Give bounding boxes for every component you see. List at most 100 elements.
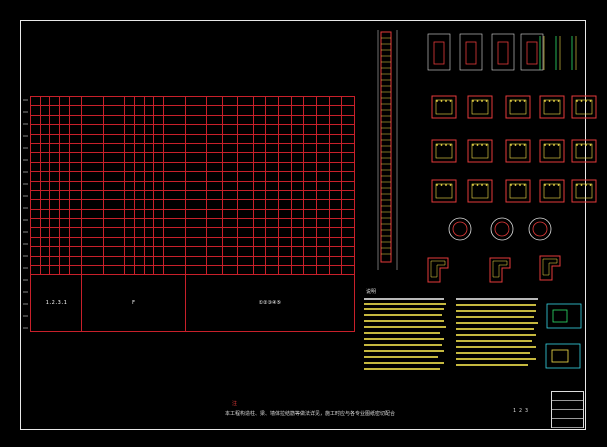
rebar-dot bbox=[449, 144, 452, 146]
title-block-row bbox=[552, 401, 583, 410]
stirrup-section bbox=[471, 143, 489, 159]
rebar-dot bbox=[576, 144, 578, 146]
column-section bbox=[505, 139, 531, 163]
column-section bbox=[467, 139, 493, 163]
table-cell bbox=[237, 265, 254, 276]
rebar-dot bbox=[523, 100, 526, 102]
rebar-dot bbox=[544, 144, 546, 146]
column-section bbox=[431, 139, 457, 163]
note-text-line bbox=[364, 362, 444, 364]
table-row bbox=[30, 208, 355, 220]
rebar-dot bbox=[481, 144, 483, 146]
rebar-dot bbox=[557, 144, 560, 146]
table-row bbox=[30, 114, 355, 126]
note-text-line bbox=[456, 358, 536, 360]
rebar-dot bbox=[485, 144, 488, 146]
rebar-dot bbox=[585, 184, 587, 186]
column-section bbox=[539, 95, 565, 119]
table-row bbox=[30, 152, 355, 163]
stirrup-section bbox=[575, 99, 593, 115]
rebar-dot bbox=[589, 144, 592, 146]
rebar-dot bbox=[436, 184, 438, 186]
rebar-dot bbox=[585, 100, 587, 102]
rebar-dot bbox=[553, 100, 555, 102]
rebar-dot bbox=[589, 100, 592, 102]
rebar-dot bbox=[514, 144, 517, 146]
rebar-dot bbox=[510, 100, 512, 102]
rebar-dot bbox=[481, 184, 483, 186]
table-header-cell: 1.2.3.1 bbox=[29, 274, 83, 332]
rebar-dot bbox=[510, 144, 512, 146]
rebar-dot bbox=[519, 184, 521, 186]
title-block bbox=[551, 391, 584, 428]
rebar-dot bbox=[589, 184, 592, 186]
reinforcement-detail bbox=[497, 41, 509, 65]
rebar-dot bbox=[472, 184, 474, 186]
column-section bbox=[539, 139, 565, 163]
note-text-line bbox=[364, 308, 444, 310]
circular-rebar bbox=[532, 221, 548, 237]
rebar-dot bbox=[436, 100, 438, 102]
rebar-dot bbox=[557, 184, 560, 186]
mini-detail bbox=[546, 303, 582, 329]
column-section bbox=[467, 179, 493, 203]
stirrup-section bbox=[575, 143, 593, 159]
table-cell bbox=[102, 265, 126, 276]
note-text-line bbox=[364, 332, 440, 334]
stirrup-section bbox=[509, 99, 527, 115]
note-text-line bbox=[456, 322, 538, 324]
rebar-dot bbox=[519, 100, 521, 102]
rebar-dot bbox=[472, 144, 474, 146]
rebar-dot bbox=[445, 144, 447, 146]
stirrup-section bbox=[509, 183, 527, 199]
rebar-dot bbox=[523, 184, 526, 186]
stirrup-section bbox=[543, 183, 561, 199]
rebar-dot bbox=[548, 100, 551, 102]
wall-detail bbox=[520, 33, 544, 71]
rebar-dot bbox=[557, 100, 560, 102]
rebar-dot bbox=[449, 184, 452, 186]
stirrup-section bbox=[471, 99, 489, 115]
rebar-dot bbox=[476, 184, 479, 186]
rebar-dot bbox=[476, 144, 479, 146]
rebar-dot bbox=[580, 184, 583, 186]
table-row bbox=[30, 265, 355, 276]
table-header-cell: F bbox=[81, 274, 186, 332]
note-text-line bbox=[364, 338, 444, 340]
note-text-line bbox=[456, 298, 538, 300]
wall-detail bbox=[491, 33, 515, 71]
mini-detail-inner bbox=[552, 309, 568, 323]
note-text-line bbox=[456, 310, 536, 312]
joint-rebar bbox=[430, 260, 446, 278]
wall-detail bbox=[427, 33, 451, 71]
rebar-dot bbox=[553, 184, 555, 186]
note-text-line bbox=[364, 298, 444, 300]
column-section bbox=[505, 179, 531, 203]
column-section bbox=[571, 95, 597, 119]
rebar-dot bbox=[585, 144, 587, 146]
column-section bbox=[505, 95, 531, 119]
circular-section bbox=[490, 217, 514, 241]
rebar-dot bbox=[544, 184, 546, 186]
table-row bbox=[30, 199, 355, 210]
joint-rebar bbox=[492, 260, 508, 278]
note-text-line bbox=[364, 303, 446, 305]
title-block-row bbox=[552, 410, 583, 419]
column-section bbox=[571, 139, 597, 163]
note-text-line bbox=[364, 326, 446, 328]
rebar-dot bbox=[436, 144, 438, 146]
stirrup-section bbox=[435, 99, 453, 115]
sheet-number: 1 2 3 bbox=[513, 408, 529, 414]
notes-title: 说明 bbox=[366, 289, 377, 295]
stirrup-section bbox=[435, 143, 453, 159]
rebar-dot bbox=[485, 184, 488, 186]
rebar-dot bbox=[440, 144, 443, 146]
table-header-cell: ①②③④⑤ bbox=[184, 274, 356, 332]
column-elevation bbox=[380, 31, 392, 263]
wall-detail bbox=[459, 33, 483, 71]
column-section bbox=[539, 179, 565, 203]
column-section bbox=[467, 95, 493, 119]
rebar-dot bbox=[476, 100, 479, 102]
